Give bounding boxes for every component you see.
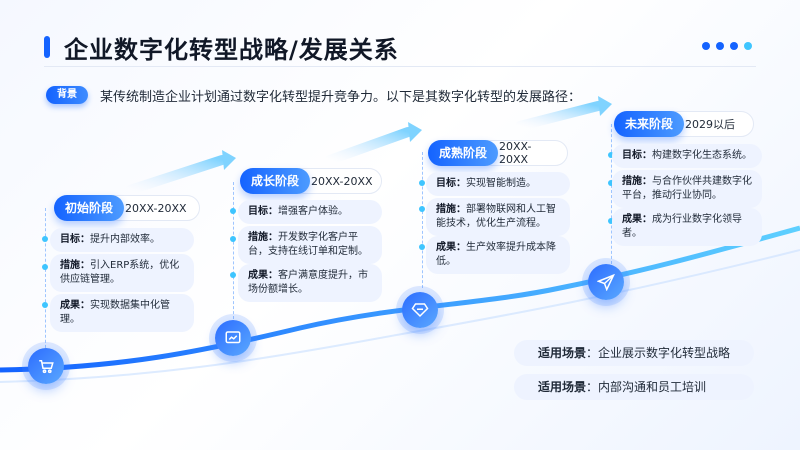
stage-connector [45, 208, 46, 358]
stage-dot [42, 302, 48, 308]
stage-title: 初始阶段 [54, 195, 124, 221]
stage-goal: 目标：构建数字化生态系统。 [612, 144, 762, 168]
stage-connector [233, 182, 234, 324]
stage-result: 成果：生产效率提升成本降低。 [426, 236, 570, 274]
stage-dot [419, 180, 425, 186]
title-accent-bar [44, 36, 50, 58]
background-badge: 背景 [46, 86, 88, 104]
stage-dot [419, 244, 425, 250]
stage-measure: 措施：与合作伙伴共建数字化平台，推动行业协同。 [612, 170, 762, 208]
stage-dot [230, 208, 236, 214]
header-divider [44, 66, 756, 67]
stage-dot [42, 236, 48, 242]
stage-goal: 目标：提升内部效率。 [50, 228, 194, 252]
stage-dot [608, 218, 614, 224]
stage-title: 成长阶段 [240, 168, 310, 194]
stage-title: 成熟阶段 [428, 140, 498, 166]
stage-dot [230, 272, 236, 278]
stage-dot [608, 180, 614, 186]
stage-dot [42, 264, 48, 270]
stage-title: 未来阶段 [614, 111, 684, 137]
stage-measure: 措施：引入ERP系统，优化供应链管理。 [50, 254, 194, 292]
stage-goal: 目标：增强客户体验。 [238, 200, 382, 224]
page-title: 企业数字化转型战略/发展关系 [64, 36, 399, 64]
chart-icon [215, 320, 251, 356]
stage-dot [608, 152, 614, 158]
paper-plane-icon [588, 264, 624, 300]
stage-connector [611, 124, 612, 264]
scene-item: 适用场景：企业展示数字化转型战略 [514, 340, 754, 366]
stage-measure: 措施：部署物联网和人工智能技术，优化生产流程。 [426, 198, 570, 236]
diamond-icon [402, 292, 438, 328]
stage-dot [230, 236, 236, 242]
stage-dot [419, 206, 425, 212]
shopping-cart-icon [28, 348, 64, 384]
scene-item: 适用场景：内部沟通和员工培训 [514, 374, 754, 400]
stage-result: 成果：成为行业数字化领导者。 [612, 208, 762, 246]
background-text: 某传统制造企业计划通过数字化转型提升竞争力。以下是其数字化转型的发展路径： [100, 90, 582, 105]
stage-result: 成果：客户满意度提升，市场份额增长。 [238, 264, 382, 302]
stage-measure: 措施：开发数字化客户平台，支持在线订单和定制。 [238, 226, 382, 264]
stage-connector [422, 152, 423, 288]
stage-result: 成果：实现数据集中化管理。 [50, 294, 194, 332]
stage-goal: 目标：实现智能制造。 [426, 172, 570, 196]
decorative-dots [702, 42, 752, 50]
